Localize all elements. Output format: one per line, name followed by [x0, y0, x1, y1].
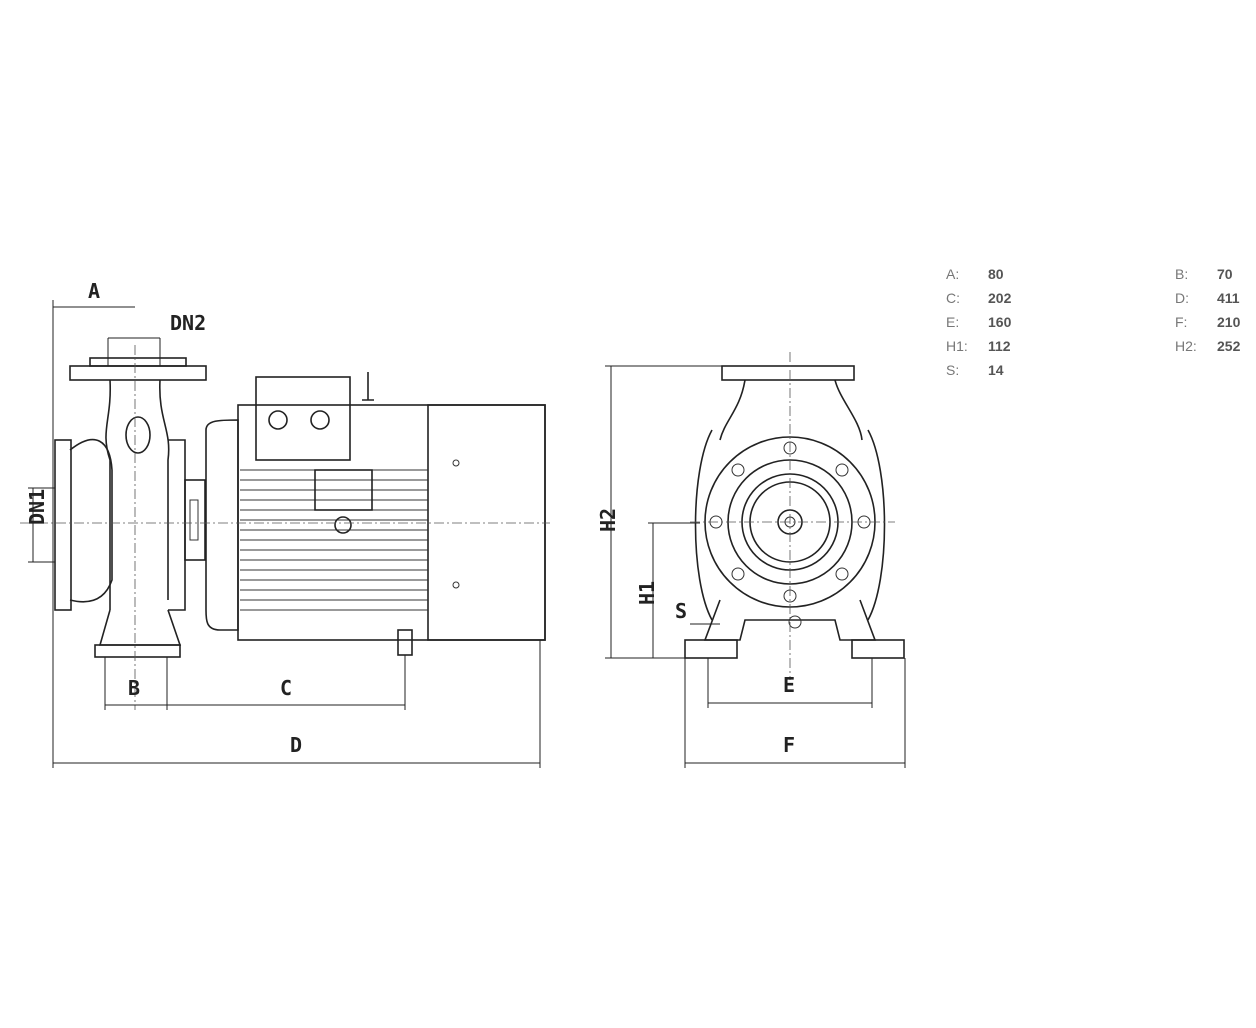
label-dn1: DN1	[25, 489, 49, 525]
cooling-fins	[240, 469, 428, 611]
label-d: D	[290, 733, 302, 757]
label-h2: H2	[596, 508, 620, 532]
label-e: E	[783, 673, 795, 697]
label-c: C	[280, 676, 292, 700]
label-f: F	[783, 733, 795, 757]
label-s: S	[675, 599, 687, 623]
dimension-lines	[28, 300, 906, 768]
front-view	[684, 352, 905, 680]
label-h1: H1	[635, 581, 659, 605]
dimension-labels: A DN2 DN1 B C D H2 H1 S E F	[25, 279, 795, 757]
side-view	[20, 345, 550, 710]
label-dn2: DN2	[170, 311, 206, 335]
label-a: A	[88, 279, 100, 303]
label-b: B	[128, 676, 140, 700]
